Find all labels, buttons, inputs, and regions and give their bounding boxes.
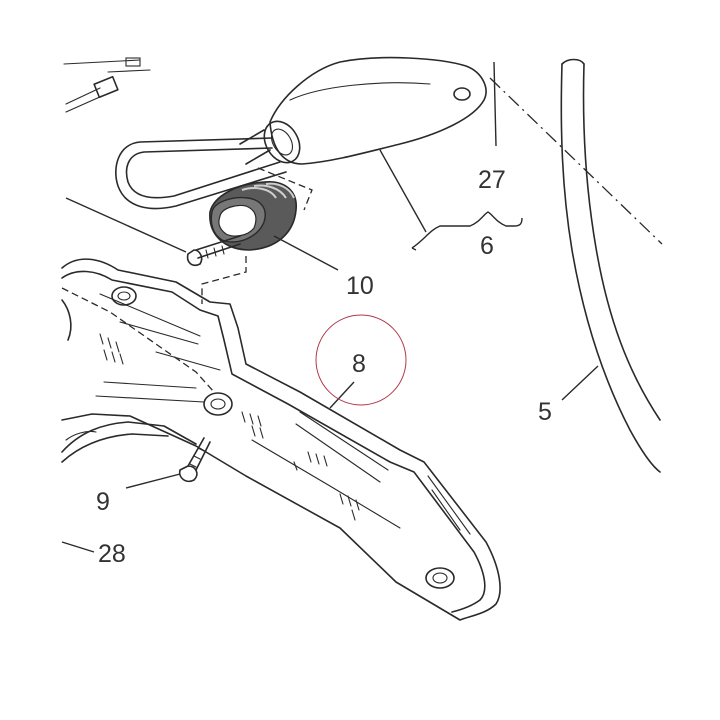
- hidden-lines-upper: [201, 167, 313, 304]
- callout-27: 27: [478, 166, 506, 194]
- wiring-harness: [63, 57, 287, 210]
- part-9-screw: [125, 437, 211, 489]
- bracket-6: [379, 149, 523, 249]
- callout-9: 9: [96, 488, 110, 516]
- centerline: [489, 77, 663, 245]
- part-10-rubber-grommet: [209, 181, 339, 271]
- part-8-bracket: [61, 258, 501, 621]
- callout-8: 8: [352, 350, 366, 378]
- leader-27: [493, 61, 497, 147]
- highlight-circle-8: [315, 314, 407, 406]
- screw-upper: [65, 197, 241, 267]
- leader-5: [561, 365, 599, 401]
- callout-6: 6: [480, 232, 494, 260]
- callout-10: 10: [346, 272, 374, 300]
- callout-28: 28: [98, 540, 126, 568]
- part-5-hose: [560, 58, 661, 473]
- callout-5: 5: [538, 398, 552, 426]
- part-6-indicator: [239, 56, 487, 165]
- leader-28: [61, 541, 95, 553]
